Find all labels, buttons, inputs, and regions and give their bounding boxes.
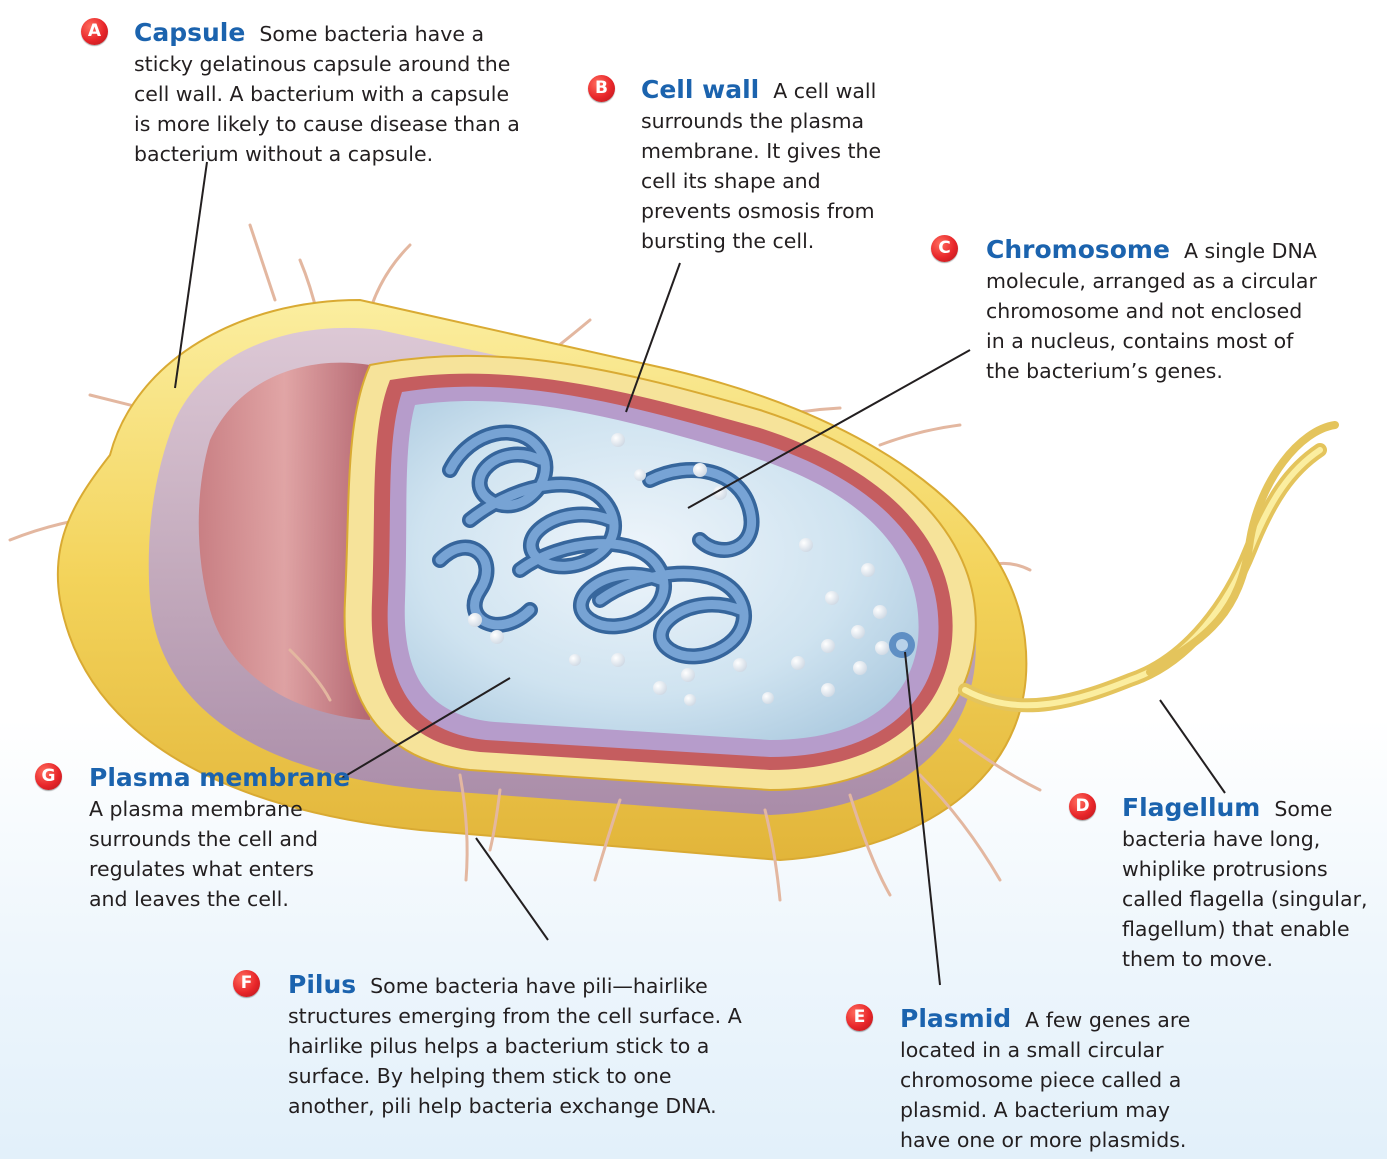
flagellum-text-line-3: whiplike protrusions	[1122, 854, 1384, 884]
title-pilus: Pilus	[288, 970, 356, 999]
plasmid-text-line-2: located in a small circular	[900, 1035, 1240, 1065]
plasma-membrane-text-line-1: A plasma membrane	[89, 794, 389, 824]
plasmid-text-line-5: have one or more plasmids.	[900, 1125, 1240, 1155]
plasmid-text-line-1: A few genes are	[1025, 1008, 1190, 1032]
plasmid-text-line-3: chromosome piece called a	[900, 1065, 1240, 1095]
badge-g: G	[35, 763, 62, 790]
pilus-text-line-2: structures emerging from the cell surfac…	[288, 1001, 818, 1031]
title-cell-wall: Cell wall	[641, 75, 759, 104]
flagellum-text-line-2: bacteria have long,	[1122, 824, 1384, 854]
plasma-membrane-text-line-3: regulates what enters	[89, 854, 389, 884]
title-capsule: Capsule	[134, 18, 245, 47]
badge-c: C	[931, 235, 958, 262]
capsule-text-line-2: sticky gelatinous capsule around the	[134, 49, 554, 79]
badge-b: B	[588, 75, 615, 102]
flagellum-text-line-5: flagellum) that enable	[1122, 914, 1384, 944]
capsule-text-line-5: bacterium without a capsule.	[134, 139, 554, 169]
chromosome-text-line-5: the bacterium’s genes.	[986, 356, 1376, 386]
badge-d: D	[1069, 793, 1096, 820]
cell-wall-text-line-1: A cell wall	[773, 79, 876, 103]
plasma-membrane-text-line-4: and leaves the cell.	[89, 884, 389, 914]
flagellum-text-line-1: Some	[1274, 797, 1332, 821]
chromosome-text-line-3: chromosome and not enclosed	[986, 296, 1376, 326]
flagellum-text-line-4: called flagella (singular,	[1122, 884, 1384, 914]
flagellum-text-line-6: them to move.	[1122, 944, 1384, 974]
pilus-text-line-5: another, pili help bacteria exchange DNA…	[288, 1091, 818, 1121]
capsule-text-line-1: Some bacteria have a	[259, 22, 484, 46]
plasmid-text-line-4: plasmid. A bacterium may	[900, 1095, 1240, 1125]
label-plasmid: Plasmid A few genes are located in a smal…	[900, 1004, 1240, 1155]
cell-wall-text-line-5: prevents osmosis from	[641, 196, 921, 226]
cell-wall-text-line-2: surrounds the plasma	[641, 106, 921, 136]
cell-wall-text-line-6: bursting the cell.	[641, 226, 921, 256]
title-flagellum: Flagellum	[1122, 793, 1260, 822]
plasma-membrane-text-line-2: surrounds the cell and	[89, 824, 389, 854]
pilus-text-line-4: surface. By helping them stick to one	[288, 1061, 818, 1091]
label-chromosome: Chromosome A single DNA molecule, arrange…	[986, 235, 1376, 386]
label-capsule: Capsule Some bacteria have a sticky gelat…	[134, 18, 554, 169]
badge-e: E	[846, 1004, 873, 1031]
pilus-text-line-3: hairlike pilus helps a bacterium stick t…	[288, 1031, 818, 1061]
plasmid-ring	[889, 632, 915, 658]
pilus-text-line-1: Some bacteria have pili—hairlike	[370, 974, 708, 998]
chromosome-text-line-1: A single DNA	[1184, 239, 1317, 263]
label-cell-wall: Cell wall A cell wall surrounds the plasm…	[641, 75, 921, 256]
chromosome-text-line-4: in a nucleus, contains most of	[986, 326, 1376, 356]
title-chromosome: Chromosome	[986, 235, 1170, 264]
cell-wall-text-line-4: cell its shape and	[641, 166, 921, 196]
label-plasma-membrane: Plasma membrane A plasma membrane surrou…	[89, 763, 389, 914]
label-pilus: Pilus Some bacteria have pili—hairlike st…	[288, 970, 818, 1121]
title-plasmid: Plasmid	[900, 1004, 1011, 1033]
badge-a: A	[81, 18, 108, 45]
label-flagellum: Flagellum Some bacteria have long, whipli…	[1122, 793, 1384, 974]
capsule-text-line-4: is more likely to cause disease than a	[134, 109, 554, 139]
badge-f: F	[233, 970, 260, 997]
chromosome-text-line-2: molecule, arranged as a circular	[986, 266, 1376, 296]
capsule-text-line-3: cell wall. A bacterium with a capsule	[134, 79, 554, 109]
title-plasma-membrane: Plasma membrane	[89, 763, 350, 792]
cell-wall-text-line-3: membrane. It gives the	[641, 136, 921, 166]
